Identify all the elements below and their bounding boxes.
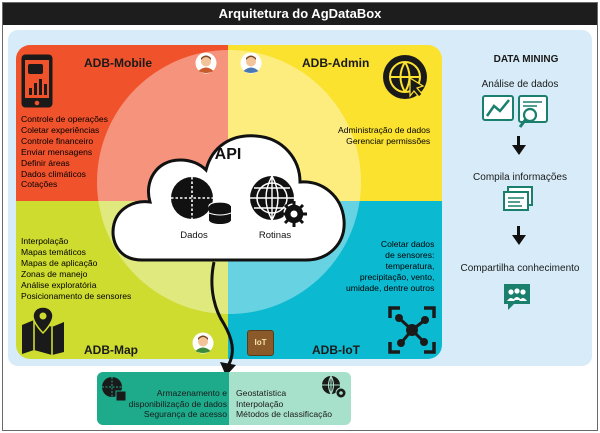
iot-badge-label: IoT [254, 338, 267, 347]
storage-line: Armazenamento e [156, 388, 227, 398]
map-pin-icon [22, 306, 64, 355]
database-globe-icon [171, 177, 232, 224]
globe-gear-icon [250, 175, 307, 227]
geo-line: Métodos de classificação [236, 409, 333, 419]
list-item: Mapas de aplicação [21, 257, 98, 268]
adb-map-features: Interpolação Mapas temáticos Mapas de ap… [21, 236, 131, 301]
geo-line: Geostatística [236, 388, 287, 398]
geostatistics-text: Geostatística Interpolação Métodos de cl… [236, 388, 351, 420]
adb-iot-features: Coletar dados de sensores: temperatura, … [346, 239, 434, 294]
compile-report-icon [503, 186, 533, 211]
storage-line: Segurança de acesso [143, 409, 227, 419]
list-item: de sensores: [385, 249, 435, 260]
data-analysis-icon [482, 95, 548, 128]
user-avatar-icon [195, 52, 217, 74]
list-item: Coletar experiências [21, 124, 100, 135]
list-item: Controle financeiro [21, 135, 94, 146]
dm-step-share: Compartilha conhecimento [460, 263, 580, 274]
api-title: API [214, 146, 242, 163]
list-item: Controle de operações [21, 114, 108, 124]
data-mining-title: DATA MINING [493, 54, 559, 65]
list-item: temperatura, [385, 260, 435, 271]
dm-arrow-2-stem [517, 226, 520, 236]
list-item: Coletar dados [380, 239, 435, 249]
dm-arrow-1-stem [517, 136, 520, 146]
list-item: Zonas de manejo [21, 268, 88, 279]
storage-line: disponibilização de dados [128, 398, 227, 409]
adb-mobile-title: ADB-Mobile [84, 56, 152, 70]
list-item: Dados climáticos [21, 168, 86, 179]
list-item: Administração de dados [338, 125, 431, 135]
list-item: umidade, dentre outros [346, 282, 435, 293]
globe-cursor-icon [383, 55, 427, 99]
adb-iot-title: ADB-IoT [312, 343, 360, 357]
iot-device-icon: IoT [247, 330, 274, 356]
list-item: Gerenciar permissões [346, 135, 431, 146]
geo-line: Interpolação [236, 398, 284, 409]
dm-step-compile: Compila informações [473, 172, 567, 183]
adb-map-title: ADB-Map [84, 343, 138, 357]
list-item: Mapas temáticos [21, 246, 86, 257]
adb-admin-features: Administração de dados Gerenciar permiss… [338, 125, 430, 147]
adb-admin-title: ADB-Admin [302, 56, 370, 70]
list-item: precipitação, vento, [359, 271, 435, 282]
share-knowledge-icon [504, 284, 530, 310]
admin-avatar-icon [240, 52, 262, 74]
dm-arrow-2 [512, 235, 526, 245]
adb-mobile-features: Controle de operações Coletar experiênci… [21, 114, 108, 190]
rotinas-label: Rotinas [258, 230, 292, 241]
list-item: Posicionamento de sensores [21, 290, 132, 301]
network-nodes-icon [388, 306, 436, 354]
storage-globe-icon [102, 377, 127, 402]
list-item: Enviar mensagens [21, 146, 93, 157]
list-item: Análise exploratória [21, 279, 97, 290]
list-item: Definir áreas [21, 157, 70, 168]
dm-arrow-1 [512, 145, 526, 155]
tablet-chart-icon [21, 54, 53, 108]
dados-label: Dados [180, 230, 208, 241]
api-storage-connector [210, 261, 236, 376]
storage-text: Armazenamento e disponibilização de dado… [107, 388, 227, 420]
diagram-title: Arquitetura do AgDataBox [3, 3, 597, 25]
api-cloud [111, 134, 346, 262]
dm-step-analysis: Análise de dados [481, 79, 559, 90]
map-user-avatar-icon [192, 332, 214, 354]
list-item: Interpolação [21, 236, 69, 246]
list-item: Cotações [21, 179, 58, 190]
geo-gear-icon [322, 375, 347, 399]
